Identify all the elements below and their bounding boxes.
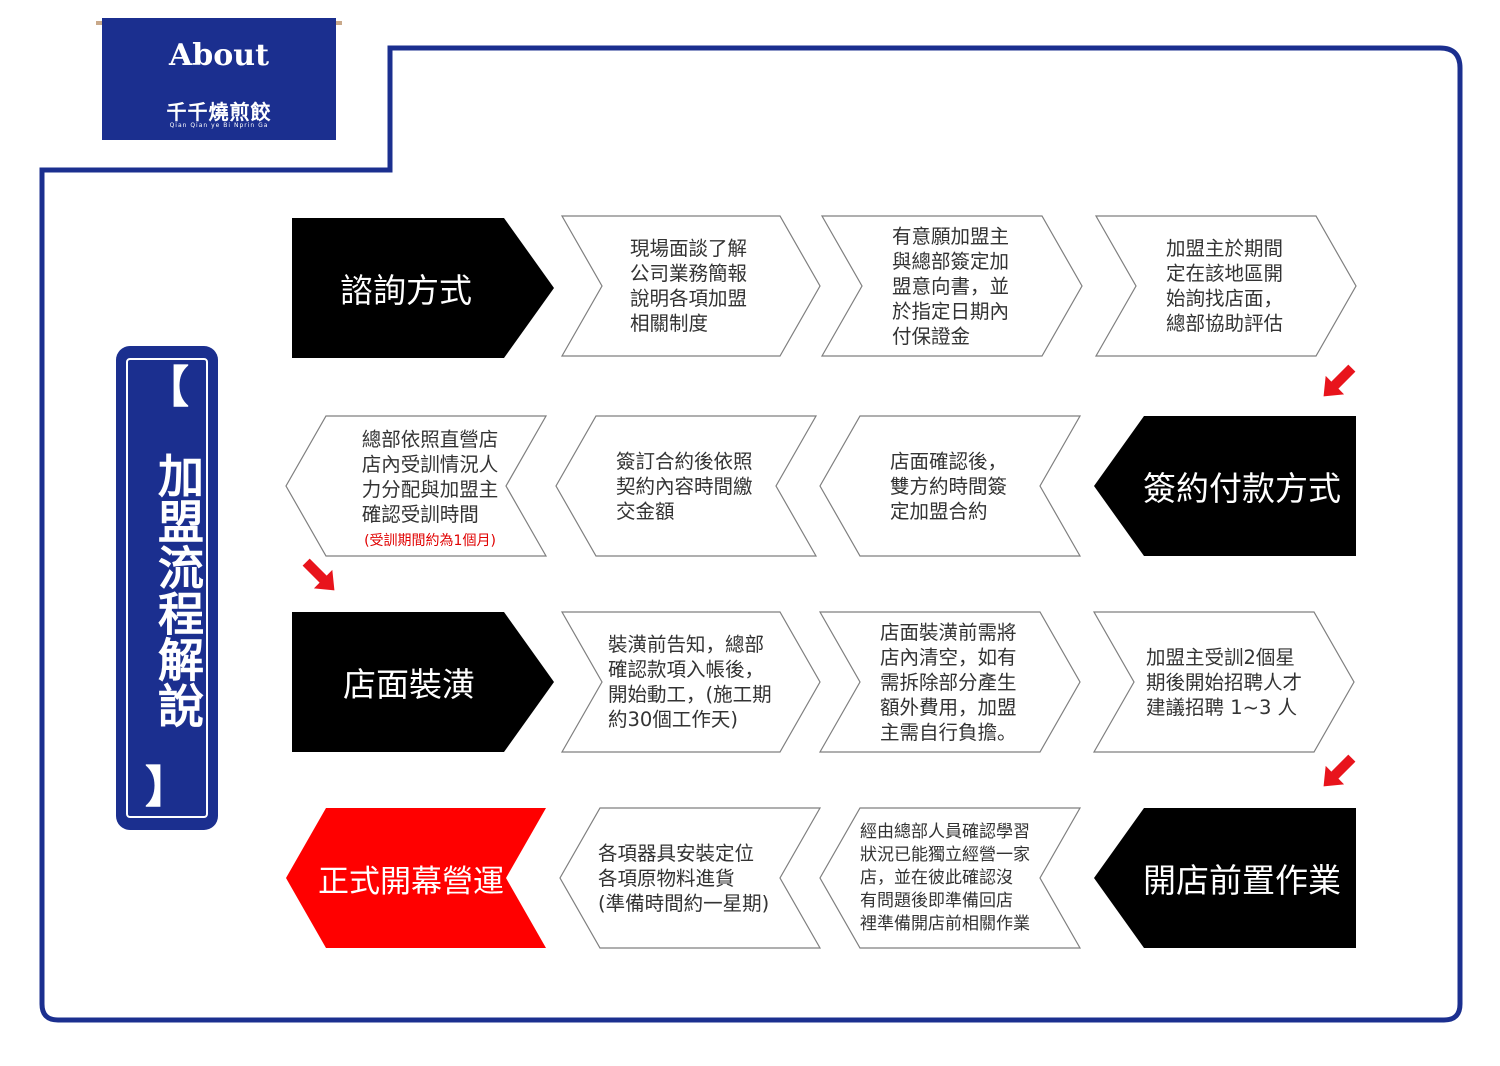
step-heading-preopening: 開店前置作業 [1094,808,1356,948]
step-text: 加盟主於期間 定在該地區開 始詢找店面， 總部協助評估 [1166,237,1284,335]
step-text: 現場面談了解 公司業務簡報 說明各項加盟 相關制度 [630,237,748,335]
close-bracket: 】 [145,762,189,813]
step-text: 裝潢前告知，總部 確認款項入帳後， 開始動工，(施工期 約30個工作天) [608,633,772,731]
step-row1-2: 有意願加盟主 與總部簽定加 盟意向書，並 於指定日期內 付保證金 [820,215,1083,357]
step-text: 經由總部人員確認學習 狀況已能獨立經營一家 店，並在彼此確認沒 有問題後即準備回… [860,821,1030,934]
step-final-opening: 正式開幕營運 [286,808,546,948]
about-title: About [169,38,269,73]
brand-logo-romanization: Qian Qian ye Bi Nprin Ga [169,122,269,129]
step-row3-3: 加盟主受訓2個星 期後開始招聘人才 建議招聘 1~3 人 [1092,611,1355,753]
down-left-arrow-icon [1323,754,1356,787]
step-text: 各項器具安裝定位 各項原物料進貨 (準備時間約一星期) [598,841,770,915]
side-title-panel: 【 加盟流程解說 】 [116,346,218,830]
step-heading-contract: 簽約付款方式 [1094,416,1356,556]
step-row2-3: 總部依照直營店 店內受訓情況人 力分配與加盟主 確認受訓時間 (受訓期間約為1個… [285,415,548,557]
step-text: 店面確認後， 雙方約時間簽 定加盟合約 [890,449,1008,523]
side-title: 加盟流程解說 [151,452,205,728]
step-text: 有意願加盟主 與總部簽定加 盟意向書，並 於指定日期內 付保證金 [892,224,1010,348]
step-heading-consult: 諮詢方式 [292,218,554,358]
open-bracket: 【 [145,362,189,413]
step-row3-2: 店面裝潢前需將 店內清空，如有 需拆除部分產生 額外費用，加盟 主需自行負擔。 [818,611,1081,753]
step-text: 簽訂合約後依照 契約內容時間繳 交金額 [616,449,753,523]
about-banner: About 千千燒煎餃 Qian Qian ye Bi Nprin Ga [102,18,336,140]
step-row2-1: 店面確認後， 雙方約時間簽 定加盟合約 [819,415,1082,557]
step-text: 店面裝潢前需將 店內清空，如有 需拆除部分產生 額外費用，加盟 主需自行負擔。 [880,620,1017,744]
step-row1-1: 現場面談了解 公司業務簡報 說明各項加盟 相關制度 [560,215,821,357]
step-text: 總部依照直營店 店內受訓情況人 力分配與加盟主 確認受訓時間 [361,427,499,526]
step-row4-1: 經由總部人員確認學習 狀況已能獨立經營一家 店，並在彼此確認沒 有問題後即準備回… [819,807,1082,949]
down-left-arrow-icon [1323,364,1356,397]
step-row3-1: 裝潢前告知，總部 確認款項入帳後， 開始動工，(施工期 約30個工作天) [560,611,821,753]
step-row4-2: 各項器具安裝定位 各項原物料進貨 (準備時間約一星期) [559,807,822,949]
step-heading-renovation: 店面裝潢 [292,612,554,752]
training-note: (受訓期間約為1個月) [364,532,496,549]
down-right-arrow-icon [302,558,335,591]
step-row2-2: 簽訂合約後依照 契約內容時間繳 交金額 [555,415,818,557]
brand-logo: 千千燒煎餃 [166,100,272,124]
step-row1-3: 加盟主於期間 定在該地區開 始詢找店面， 總部協助評估 [1094,215,1357,357]
step-text: 加盟主受訓2個星 期後開始招聘人才 建議招聘 1~3 人 [1146,645,1303,719]
